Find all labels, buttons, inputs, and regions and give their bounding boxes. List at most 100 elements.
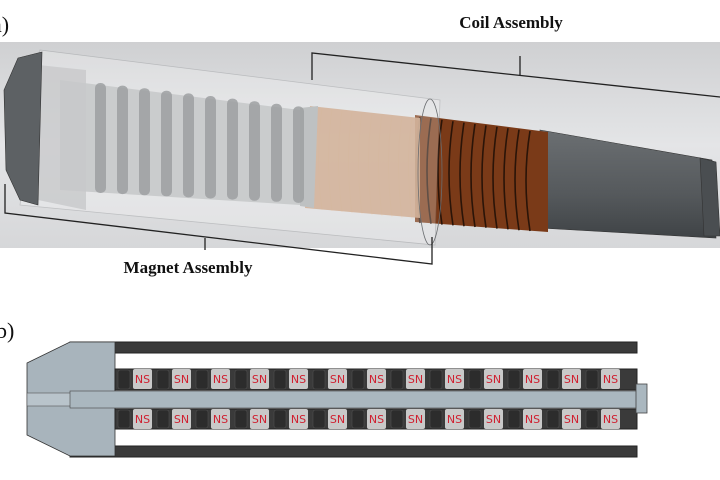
magnet-polarity-label: NS (369, 413, 384, 426)
magnet-ring (249, 101, 260, 201)
spacer-block (390, 369, 404, 390)
rod-tab (635, 383, 648, 414)
spacer-block (312, 369, 326, 390)
spacer-block (468, 369, 482, 390)
magnet-polarity-label: SN (486, 373, 501, 386)
magnet (562, 369, 581, 389)
magnet-rings (95, 83, 304, 203)
magnet (523, 369, 542, 389)
coil-winding (426, 118, 432, 224)
magnet-polarity-label: NS (603, 373, 618, 386)
magnet-polarity-label: SN (252, 373, 267, 386)
magnet (562, 409, 581, 429)
magnet-polarity-label: NS (369, 373, 384, 386)
cap-bore (26, 392, 72, 407)
magnet-polarity-label: NS (447, 373, 462, 386)
magnet (289, 369, 308, 389)
magnet (367, 409, 386, 429)
magnet-ring (183, 93, 194, 198)
spacer-block (195, 409, 209, 429)
magnet-polarity-label: NS (291, 413, 306, 426)
coil-winding (481, 125, 487, 228)
coil-winding (448, 121, 454, 226)
spacer-block (507, 369, 521, 390)
spacer-block (546, 369, 560, 390)
magnet-polarity-label: SN (174, 373, 189, 386)
panel-a-label: a) (0, 12, 9, 37)
rod-end-cap (699, 157, 720, 237)
magnet (601, 409, 620, 429)
magnet-ring (95, 83, 106, 193)
magnet-assembly-label: Magnet Assembly (124, 258, 253, 277)
spacer-block (351, 409, 365, 429)
magnet (133, 409, 152, 429)
coil-inside-tube (305, 106, 420, 218)
magnet-ring (117, 85, 128, 195)
outer-shell-top (69, 341, 638, 354)
spacer-block (429, 369, 443, 390)
magnet-polarity-label: NS (447, 413, 462, 426)
coil-assembly-bracket (311, 52, 720, 98)
magnet (211, 369, 230, 389)
magnet-polarity-label: SN (330, 413, 345, 426)
magnet (445, 369, 464, 389)
magnet (523, 409, 542, 429)
magnet (406, 369, 425, 389)
outer-shell-bottom (69, 445, 638, 458)
magnet-polarity-label: NS (525, 373, 540, 386)
magnet-polarity-label: SN (564, 373, 579, 386)
panel-b-label: b) (0, 318, 14, 343)
magnet (250, 409, 269, 429)
spacer-block (351, 369, 365, 390)
magnet (445, 409, 464, 429)
magnet (289, 409, 308, 429)
magnet-polarity-label: SN (174, 413, 189, 426)
magnet-polarity-label: NS (213, 373, 228, 386)
coil-winding (514, 129, 520, 231)
magnet (484, 369, 503, 389)
spacer-block (156, 409, 170, 429)
coil-winding (503, 128, 509, 230)
magnet-ring (271, 103, 282, 202)
spacer-block (234, 369, 248, 390)
spacer-block (117, 409, 131, 429)
coil-holder (300, 106, 318, 208)
spacer-block (507, 409, 521, 429)
magnets-top: NS SN NS SN NS SN NS SN NS SN NS SN NS (117, 369, 620, 390)
magnet (367, 369, 386, 389)
spacer-block (468, 409, 482, 429)
magnet (328, 409, 347, 429)
magnet-polarity-label: SN (486, 413, 501, 426)
magnet-polarity-label: SN (330, 373, 345, 386)
magnet-ring (293, 106, 304, 203)
spacer-block (546, 409, 560, 429)
spacer-block (273, 409, 287, 429)
magnet-polarity-label: NS (291, 373, 306, 386)
coil-winding (459, 122, 465, 227)
spacer-block (234, 409, 248, 429)
spacer-block (273, 369, 287, 390)
magnet-ring (139, 88, 150, 196)
magnet (172, 369, 191, 389)
magnet-polarity-label: NS (603, 413, 618, 426)
magnet (406, 409, 425, 429)
coil-assembly-label: Coil Assembly (459, 13, 563, 32)
magnet-assembly-bracket (4, 184, 433, 265)
spacer-block (117, 369, 131, 390)
spacer-block (195, 369, 209, 390)
coil-winding (470, 123, 476, 228)
coil-winding (492, 126, 498, 229)
center-rod (69, 390, 638, 409)
magnet (484, 409, 503, 429)
magnet-polarity-label: NS (213, 413, 228, 426)
magnet (250, 369, 269, 389)
magnet-polarity-label: SN (408, 373, 423, 386)
magnet-polarity-label: NS (135, 373, 150, 386)
magnet-polarity-label: NS (135, 413, 150, 426)
magnet (328, 369, 347, 389)
magnet-end-holder (38, 65, 86, 210)
spacer-block (312, 409, 326, 429)
magnet-polarity-label: SN (564, 413, 579, 426)
